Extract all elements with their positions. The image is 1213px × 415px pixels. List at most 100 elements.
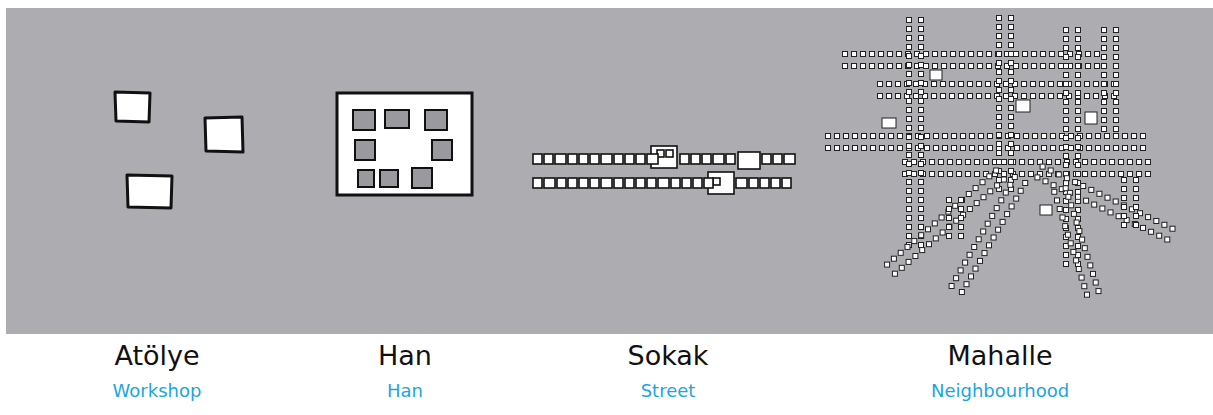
building xyxy=(1081,184,1086,189)
building xyxy=(963,260,968,265)
building xyxy=(1134,205,1139,210)
building xyxy=(1031,94,1036,99)
building xyxy=(1076,73,1081,78)
building xyxy=(933,64,938,69)
building xyxy=(1043,179,1048,184)
grey-panel xyxy=(6,8,1213,334)
building xyxy=(704,178,713,188)
building xyxy=(1102,100,1107,105)
building xyxy=(544,178,555,188)
building xyxy=(1040,82,1045,87)
building xyxy=(1052,189,1057,194)
building xyxy=(1024,146,1029,151)
building xyxy=(994,206,999,211)
building xyxy=(1009,88,1014,93)
building xyxy=(1056,172,1061,177)
building xyxy=(1097,191,1102,196)
building xyxy=(933,236,938,241)
building xyxy=(1114,146,1119,151)
building xyxy=(919,18,924,23)
building xyxy=(879,52,884,57)
building xyxy=(941,94,946,99)
building xyxy=(1095,52,1100,57)
building xyxy=(979,146,984,151)
building xyxy=(997,134,1002,139)
building xyxy=(736,178,747,188)
building xyxy=(1059,64,1064,69)
building xyxy=(1105,146,1110,151)
building xyxy=(1114,91,1119,96)
building xyxy=(1023,181,1028,186)
building xyxy=(1082,246,1087,251)
building xyxy=(1009,61,1014,66)
building xyxy=(907,234,912,239)
building xyxy=(1064,82,1069,87)
building xyxy=(959,234,964,239)
building xyxy=(976,237,981,242)
building xyxy=(1035,175,1040,180)
building xyxy=(1105,134,1110,139)
building xyxy=(907,63,912,68)
building xyxy=(1141,225,1146,230)
building xyxy=(843,64,848,69)
building xyxy=(968,94,973,99)
building xyxy=(1064,176,1069,181)
building xyxy=(691,154,700,164)
building xyxy=(1051,183,1056,188)
building xyxy=(1076,55,1081,60)
building xyxy=(973,266,978,271)
building xyxy=(1093,280,1098,285)
building xyxy=(932,94,937,99)
building xyxy=(1114,100,1119,105)
building xyxy=(773,154,782,164)
building xyxy=(1141,134,1146,139)
building xyxy=(974,201,979,206)
building xyxy=(1029,172,1034,177)
building xyxy=(1009,124,1014,129)
building xyxy=(1015,134,1020,139)
building xyxy=(934,134,939,139)
building xyxy=(919,63,924,68)
building xyxy=(997,61,1002,66)
building xyxy=(1103,82,1108,87)
building xyxy=(1022,82,1027,87)
building xyxy=(1114,73,1119,78)
building xyxy=(636,154,645,164)
building xyxy=(943,146,948,151)
building xyxy=(1051,146,1056,151)
building xyxy=(614,178,623,188)
building xyxy=(932,221,937,226)
building xyxy=(899,265,904,270)
building xyxy=(1076,163,1081,168)
building xyxy=(1064,91,1069,96)
building xyxy=(891,256,896,261)
building xyxy=(1122,178,1127,183)
building xyxy=(1085,82,1090,87)
building xyxy=(1113,199,1118,204)
building xyxy=(1086,64,1091,69)
building xyxy=(1101,160,1106,165)
building xyxy=(1022,94,1027,99)
building xyxy=(601,178,612,188)
building xyxy=(760,178,769,188)
building xyxy=(987,64,992,69)
building xyxy=(889,146,894,151)
building xyxy=(919,135,924,140)
building xyxy=(1134,223,1139,228)
building xyxy=(907,45,912,50)
building xyxy=(892,271,897,276)
building xyxy=(1018,188,1023,193)
building xyxy=(933,52,938,57)
building xyxy=(954,276,959,281)
building xyxy=(912,239,917,244)
building xyxy=(693,178,702,188)
building xyxy=(1076,172,1081,177)
building xyxy=(987,243,992,248)
building xyxy=(919,216,924,221)
building xyxy=(973,186,978,191)
building xyxy=(907,144,912,149)
building xyxy=(982,251,987,256)
building xyxy=(966,160,971,165)
building xyxy=(1114,134,1119,139)
